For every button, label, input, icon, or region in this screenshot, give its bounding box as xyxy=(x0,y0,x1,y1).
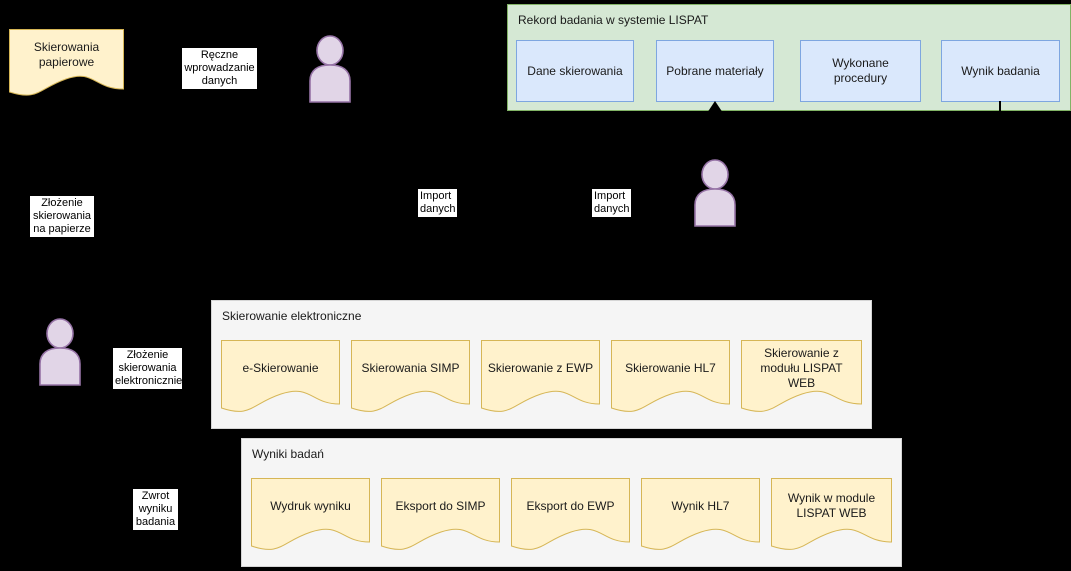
document-skierowanie-z-modulu-lispat-web[interactable]: Skierowanie z modułu LISPAT WEB xyxy=(741,340,862,418)
edge-label-import-danych-1: Import danych xyxy=(418,189,457,217)
document-shape-icon xyxy=(771,478,892,550)
edge-label-paper-submission: Złożenie skierowania na papierze xyxy=(30,196,94,237)
document-eksport-do-simp[interactable]: Eksport do SIMP xyxy=(381,478,500,556)
edge-label-line: skierowania xyxy=(32,210,92,222)
process-dane-skierowania[interactable]: Dane skierowania xyxy=(516,40,634,102)
document-shape-icon xyxy=(511,478,630,550)
document-e-skierowanie[interactable]: e-Skierowanie xyxy=(221,340,340,418)
document-shape-icon xyxy=(481,340,600,412)
person-icon xyxy=(309,35,351,103)
document-skierowanie-hl7[interactable]: Skierowanie HL7 xyxy=(611,340,730,418)
edge-label-line: elektronicznie xyxy=(115,375,183,387)
edge-label-line: Ręczne xyxy=(200,49,239,61)
document-shape-icon xyxy=(221,340,340,412)
edge-label-import-danych-2: Import danych xyxy=(592,189,631,217)
edge-label-line: Złożenie xyxy=(41,197,83,209)
actor-lab-staff-top-icon[interactable] xyxy=(305,35,355,103)
person-icon xyxy=(694,159,736,227)
group-title-skierowanie-elektroniczne: Skierowanie elektroniczne xyxy=(222,309,362,323)
connector-wynik-badania-down xyxy=(999,101,1001,117)
document-shape-icon xyxy=(351,340,470,412)
process-label: Dane skierowania xyxy=(527,63,623,78)
document-shape-icon xyxy=(741,340,862,412)
document-shape-icon xyxy=(641,478,760,550)
document-shape-icon xyxy=(611,340,730,412)
edge-label-line: Złożenie xyxy=(126,349,169,361)
process-pobrane-materialy[interactable]: Pobrane materiały xyxy=(656,40,774,102)
document-shape-icon xyxy=(251,478,370,550)
actor-patient-icon[interactable] xyxy=(35,318,85,386)
group-title-wyniki-badan: Wyniki badań xyxy=(252,447,324,461)
edge-label-line: wyniku xyxy=(138,503,173,515)
document-skierowanie-z-ewp[interactable]: Skierowanie z EWP xyxy=(481,340,600,418)
document-wydruk-wyniku[interactable]: Wydruk wyniku xyxy=(251,478,370,556)
process-wykonane-procedury[interactable]: Wykonane procedury xyxy=(800,40,921,102)
document-eksport-do-ewp[interactable]: Eksport do EWP xyxy=(511,478,630,556)
edge-label-line: danych xyxy=(201,75,238,87)
edge-label-line: na papierze xyxy=(33,223,91,235)
edge-label-line: danych xyxy=(420,203,456,215)
process-label: Wykonane procedury xyxy=(832,56,889,85)
edge-label-result-return: Zwrot wyniku badania xyxy=(133,489,178,530)
arrow-into-pobrane-materialy xyxy=(707,101,723,113)
document-skierowania-simp[interactable]: Skierowania SIMP xyxy=(351,340,470,418)
process-label: Wynik badania xyxy=(961,63,1040,78)
edge-label-manual-entry: Ręczne wprowadzanie danych xyxy=(182,48,257,89)
group-title-lispat: Rekord badania w systemie LISPAT xyxy=(518,13,709,27)
document-wynik-hl7[interactable]: Wynik HL7 xyxy=(641,478,760,556)
edge-label-line: Import xyxy=(594,190,626,202)
edge-label-line: wprowadzanie xyxy=(184,62,255,74)
edge-label-electronic-submission: Złożenie skierowania elektronicznie xyxy=(113,348,182,389)
document-wynik-w-module-lispat-web[interactable]: Wynik w module LISPAT WEB xyxy=(771,478,892,556)
document-shape-icon xyxy=(9,29,124,96)
document-shape-icon xyxy=(381,478,500,550)
process-wynik-badania[interactable]: Wynik badania xyxy=(941,40,1060,102)
actor-lab-staff-middle-icon[interactable] xyxy=(690,159,740,227)
person-icon xyxy=(39,318,81,386)
edge-label-line: danych xyxy=(594,203,630,215)
edge-label-line: Zwrot xyxy=(141,490,170,502)
edge-label-line: badania xyxy=(135,516,176,528)
document-skierowania-papierowe[interactable]: Skierowania papierowe xyxy=(9,29,124,101)
edge-label-line: skierowania xyxy=(118,362,177,374)
edge-label-line: Import xyxy=(420,190,452,202)
process-label: Pobrane materiały xyxy=(666,63,764,78)
